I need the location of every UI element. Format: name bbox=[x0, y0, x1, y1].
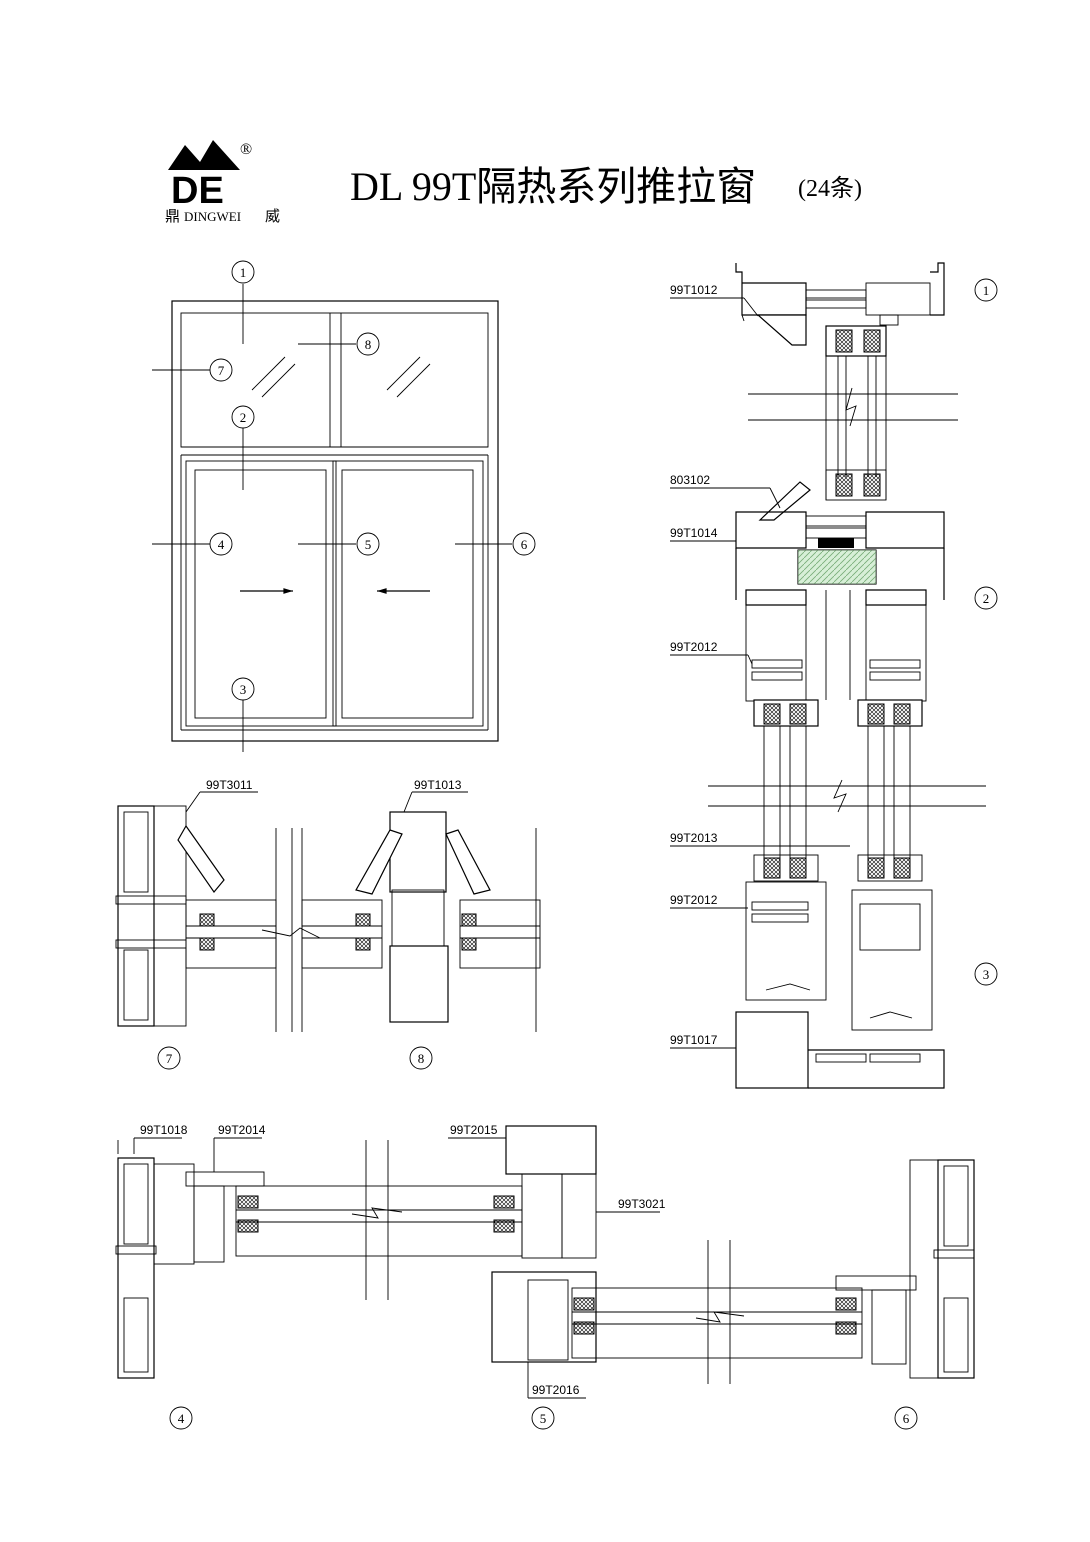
part-label-99T1017: 99T1017 bbox=[670, 1033, 718, 1047]
svg-text:3: 3 bbox=[983, 967, 990, 982]
elevation-callout-1: 1 bbox=[231, 260, 255, 284]
registered-mark: ® bbox=[240, 141, 252, 158]
section-callout-1: 1 bbox=[974, 278, 998, 302]
section-callout-5: 5 bbox=[531, 1406, 555, 1430]
elevation-callout-3: 3 bbox=[231, 677, 255, 701]
svg-text:1: 1 bbox=[240, 265, 247, 280]
section-callout-4: 4 bbox=[169, 1406, 193, 1430]
window-elevation bbox=[152, 284, 512, 752]
brand-logo: DE ® 鼎 DINGWEI 威 bbox=[165, 140, 280, 225]
elevation-callout-2: 2 bbox=[231, 405, 255, 429]
svg-text:5: 5 bbox=[365, 537, 372, 552]
part-label-99T2013: 99T2013 bbox=[670, 831, 718, 845]
brand-cn-right: 威 bbox=[265, 208, 280, 225]
svg-text:7: 7 bbox=[166, 1051, 173, 1066]
logo-letters: DE bbox=[171, 170, 224, 212]
svg-text:6: 6 bbox=[521, 537, 528, 552]
svg-text:2: 2 bbox=[983, 591, 990, 606]
svg-text:2: 2 bbox=[240, 410, 247, 425]
svg-text:3: 3 bbox=[240, 682, 247, 697]
svg-text:7: 7 bbox=[218, 363, 225, 378]
part-label-99T2012-bottom: 99T2012 bbox=[670, 893, 718, 907]
svg-text:4: 4 bbox=[218, 537, 225, 552]
detail-7-section bbox=[115, 791, 321, 1032]
svg-text:8: 8 bbox=[418, 1051, 425, 1066]
elevation-callout-6: 6 bbox=[512, 532, 536, 556]
svg-text:1: 1 bbox=[983, 283, 990, 298]
svg-text:6: 6 bbox=[903, 1411, 910, 1426]
part-label-99T2012-top: 99T2012 bbox=[670, 640, 718, 654]
section-callout-2: 2 bbox=[974, 586, 998, 610]
detail-callout-8: 8 bbox=[409, 1046, 433, 1070]
part-label-803102: 803102 bbox=[670, 473, 710, 487]
page-title-suffix: (24条) bbox=[798, 175, 862, 202]
section-callout-3: 3 bbox=[974, 962, 998, 986]
part-label-99T2014: 99T2014 bbox=[218, 1123, 266, 1137]
part-label-99T1012: 99T1012 bbox=[670, 283, 718, 297]
elevation-callout-7: 7 bbox=[209, 358, 233, 382]
detail-8-section bbox=[301, 791, 541, 1032]
brand-name-en: DINGWEI bbox=[184, 209, 241, 224]
part-label-99T1013: 99T1013 bbox=[414, 778, 462, 792]
elevation-callout-4: 4 bbox=[209, 532, 233, 556]
detail-callout-7: 7 bbox=[157, 1046, 181, 1070]
part-label-99T3011: 99T3011 bbox=[206, 778, 253, 792]
elevation-callout-8: 8 bbox=[356, 332, 380, 356]
svg-text:8: 8 bbox=[365, 337, 372, 352]
part-label-99T1014: 99T1014 bbox=[670, 526, 718, 540]
vertical-section bbox=[670, 262, 986, 1089]
page-title: DL 99T隔热系列推拉窗 bbox=[350, 164, 756, 209]
part-label-99T3021: 99T3021 bbox=[618, 1197, 666, 1211]
part-label-99T2015: 99T2015 bbox=[450, 1123, 498, 1137]
part-label-99T1018: 99T1018 bbox=[140, 1123, 188, 1137]
elevation-callout-5: 5 bbox=[356, 532, 380, 556]
brand-cn-left: 鼎 bbox=[165, 208, 180, 225]
svg-text:4: 4 bbox=[178, 1411, 185, 1426]
svg-text:5: 5 bbox=[540, 1411, 547, 1426]
horizontal-section-left bbox=[115, 1125, 660, 1379]
part-label-99T2016: 99T2016 bbox=[532, 1383, 580, 1397]
horizontal-section-right bbox=[491, 1159, 975, 1399]
section-callout-6: 6 bbox=[894, 1406, 918, 1430]
